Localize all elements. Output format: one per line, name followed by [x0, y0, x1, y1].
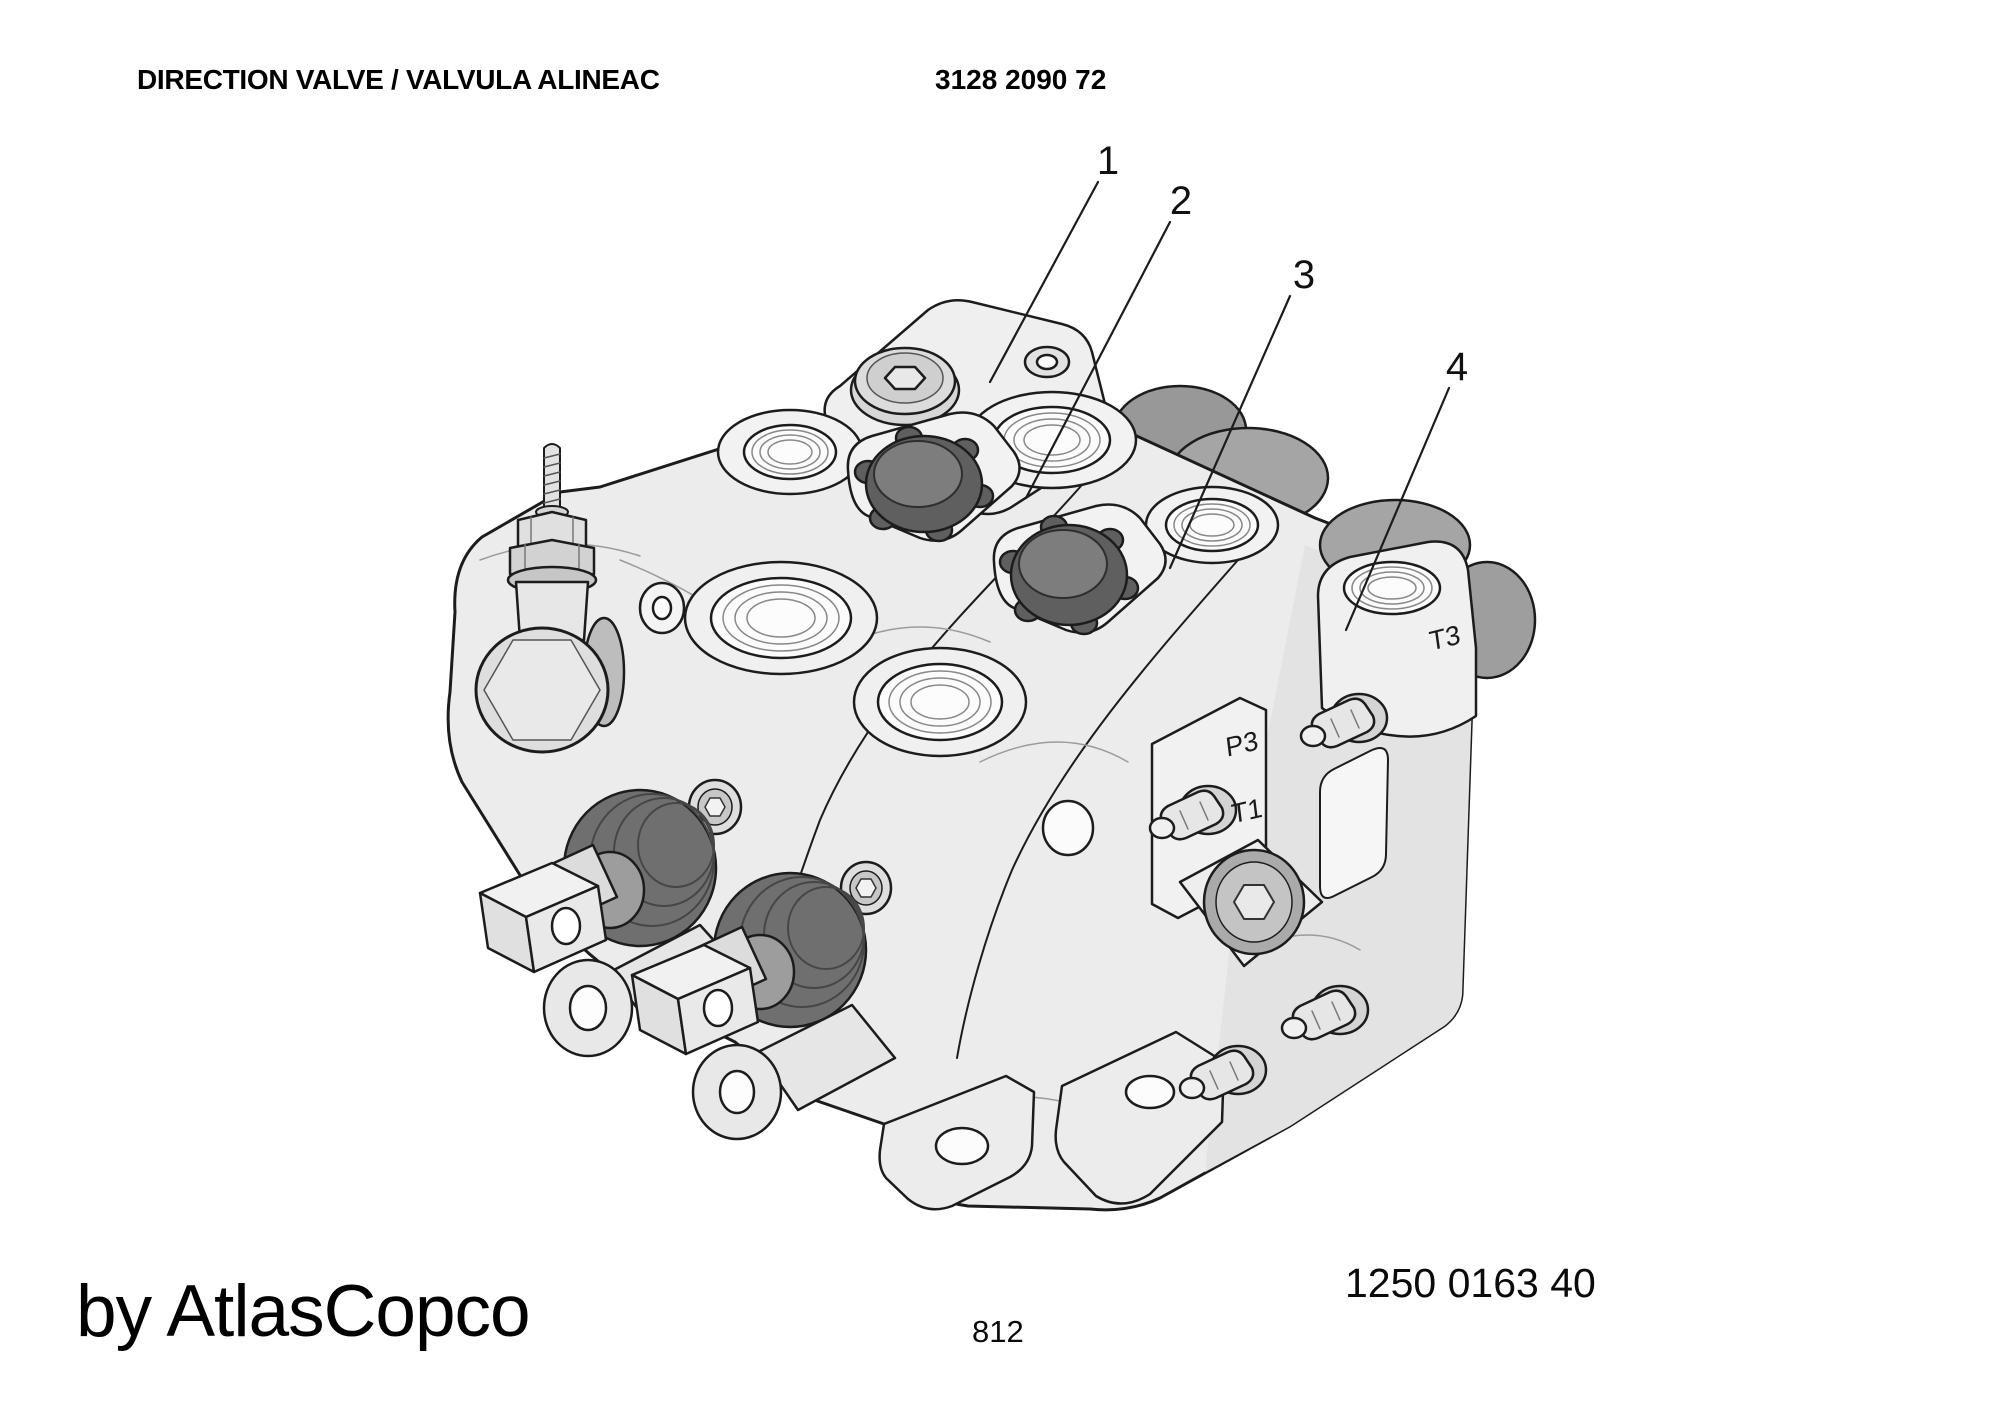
port-label-p3: P3 [1224, 724, 1260, 762]
knurled-knob-2 [998, 514, 1140, 636]
leader-1 [988, 180, 1100, 384]
spool-clevis-2 [630, 943, 760, 1056]
callout-3: 3 [1293, 253, 1315, 297]
leader-3 [1168, 294, 1292, 570]
brand-line: by AtlasCopco [76, 1271, 531, 1352]
hex-plug-left [474, 616, 626, 754]
spool-clevis-1 [478, 861, 608, 974]
t3-port-boss [1316, 540, 1478, 738]
rod-eye-1 [542, 958, 634, 1058]
knurled-knob-1 [853, 425, 995, 543]
threaded-ports [638, 390, 1280, 758]
mount-foot-right [1054, 1030, 1226, 1205]
mount-foot-center [878, 1074, 1036, 1211]
leader-4 [1344, 386, 1451, 632]
callout-4: 4 [1446, 345, 1468, 389]
port-label-t3: T3 [1427, 618, 1462, 656]
relief-valve-adjuster [506, 443, 598, 642]
relief-slot [1319, 747, 1389, 899]
leader-2 [1024, 220, 1172, 500]
rod-eye-2 [691, 1043, 783, 1141]
hex-socket-cap [849, 346, 961, 427]
page-number: 812 [972, 1314, 1024, 1349]
callout-1: 1 [1097, 139, 1119, 183]
part-number: 3128 2090 72 [935, 64, 1107, 95]
callout-leaders [988, 180, 1451, 632]
front-bore-hole [1041, 799, 1095, 857]
reference-number: 1250 0163 40 [1345, 1260, 1596, 1306]
socket-plug-right [1178, 838, 1324, 968]
callout-2: 2 [1170, 179, 1192, 223]
port-label-t1: T1 [1230, 792, 1264, 830]
page-title: DIRECTION VALVE / VALVULA ALINEAC [137, 64, 660, 95]
